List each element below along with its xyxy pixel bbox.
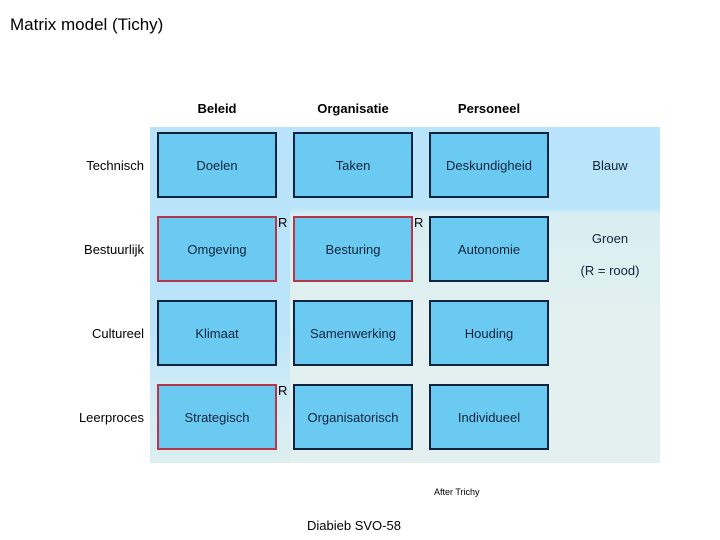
column-header-organisatie: Organisatie — [317, 101, 389, 116]
r-marker-omgeving: R — [278, 215, 288, 230]
row-label-leerproces: Leerproces — [78, 410, 144, 425]
legend-label-rood-note: (R = rood) — [580, 263, 640, 278]
r-marker-besturing: R — [414, 215, 424, 230]
matrix-cell-taken[interactable]: Taken — [293, 132, 413, 198]
matrix-cell-autonomie[interactable]: Autonomie — [429, 216, 549, 282]
row-label-cultureel: Cultureel — [91, 326, 144, 341]
column-header-beleid: Beleid — [197, 101, 237, 116]
matrix-cell-omgeving[interactable]: Omgeving — [157, 216, 277, 282]
footer-attribution: After Trichy — [434, 487, 480, 497]
matrix-cell-houding[interactable]: Houding — [429, 300, 549, 366]
footer-source: Diabieb SVO-58 — [307, 518, 401, 533]
legend-label-blauw: Blauw — [592, 158, 628, 173]
matrix-cell-individueel[interactable]: Individueel — [429, 384, 549, 450]
page-title: Matrix model (Tichy) — [10, 15, 164, 34]
row-label-technisch: Technisch — [86, 158, 144, 173]
legend-label-groen: Groen — [591, 231, 629, 246]
column-header-personeel: Personeel — [457, 101, 521, 116]
r-marker-strategisch: R — [278, 383, 288, 398]
matrix-cell-strategisch[interactable]: Strategisch — [157, 384, 277, 450]
row-label-bestuurlijk: Bestuurlijk — [84, 242, 144, 257]
matrix-cell-organisatorisch[interactable]: Organisatorisch — [293, 384, 413, 450]
matrix-cell-samenwerking[interactable]: Samenwerking — [293, 300, 413, 366]
matrix-cell-doelen[interactable]: Doelen — [157, 132, 277, 198]
matrix-cell-klimaat[interactable]: Klimaat — [157, 300, 277, 366]
matrix-cell-besturing[interactable]: Besturing — [293, 216, 413, 282]
matrix-cell-deskundigheid[interactable]: Deskundigheid — [429, 132, 549, 198]
